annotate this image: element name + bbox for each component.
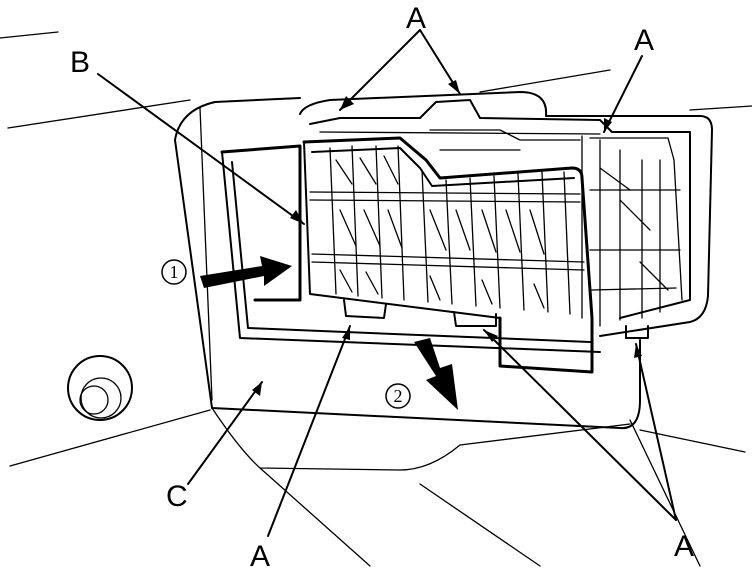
callout-a-top: A	[406, 2, 426, 35]
rear-filter	[309, 99, 691, 327]
callout-b: B	[70, 46, 90, 79]
dashboard-panel	[0, 31, 752, 567]
leader-arrowheads	[252, 80, 642, 396]
knob	[67, 355, 133, 421]
filter-b	[302, 136, 649, 374]
callout-a-bottom-right: A	[674, 530, 694, 563]
step-2-label: 2	[394, 386, 403, 406]
step-1-arrow	[200, 256, 292, 288]
step-2-arrow	[414, 338, 458, 410]
leader-lines	[97, 29, 677, 537]
step-2-marker: 2	[385, 383, 411, 409]
callout-a-bottom-left: A	[250, 540, 270, 573]
filter-housing-opening	[220, 91, 713, 353]
callout-a-top-right: A	[634, 24, 654, 57]
step-1-marker: 1	[161, 259, 187, 285]
step-1-label: 1	[170, 262, 179, 282]
callout-c: C	[166, 480, 188, 513]
